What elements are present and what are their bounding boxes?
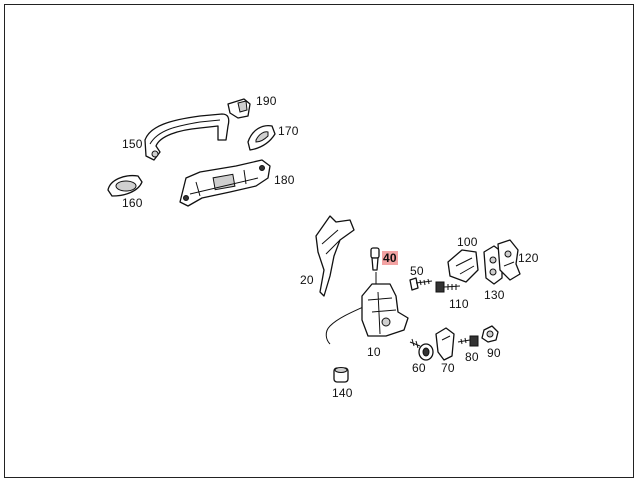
part-40-drawing[interactable] bbox=[370, 247, 380, 271]
label-140[interactable]: 140 bbox=[332, 386, 353, 400]
label-160[interactable]: 160 bbox=[122, 196, 143, 210]
label-150[interactable]: 150 bbox=[122, 137, 143, 151]
part-110-drawing[interactable] bbox=[435, 281, 461, 293]
part-60-drawing[interactable] bbox=[409, 338, 434, 361]
label-110[interactable]: 110 bbox=[449, 297, 469, 311]
label-10[interactable]: 10 bbox=[367, 345, 381, 359]
part-150-drawing[interactable] bbox=[144, 113, 230, 161]
label-60[interactable]: 60 bbox=[412, 361, 426, 375]
part-140-drawing[interactable] bbox=[333, 367, 349, 383]
label-90[interactable]: 90 bbox=[487, 346, 501, 360]
part-10-drawing[interactable] bbox=[325, 272, 409, 345]
label-130[interactable]: 130 bbox=[484, 288, 505, 302]
part-170-drawing[interactable] bbox=[247, 124, 276, 151]
part-50-drawing[interactable] bbox=[409, 277, 433, 291]
part-190-drawing[interactable] bbox=[227, 98, 251, 119]
label-50[interactable]: 50 bbox=[410, 264, 424, 278]
label-190[interactable]: 190 bbox=[256, 94, 277, 108]
label-80[interactable]: 80 bbox=[465, 350, 479, 364]
part-160-drawing[interactable] bbox=[107, 174, 143, 197]
part-180-drawing[interactable] bbox=[179, 159, 271, 207]
label-70[interactable]: 70 bbox=[441, 361, 455, 375]
label-170[interactable]: 170 bbox=[278, 124, 299, 138]
part-70-drawing[interactable] bbox=[435, 327, 455, 361]
part-80-drawing[interactable] bbox=[457, 335, 479, 347]
label-120[interactable]: 120 bbox=[518, 251, 539, 265]
part-90-drawing[interactable] bbox=[481, 325, 499, 343]
part-120-drawing[interactable] bbox=[497, 239, 521, 281]
label-40-highlighted[interactable]: 40 bbox=[382, 251, 398, 265]
label-100[interactable]: 100 bbox=[457, 235, 478, 249]
label-180[interactable]: 180 bbox=[274, 173, 295, 187]
part-100-drawing[interactable] bbox=[447, 249, 479, 283]
part-20-drawing[interactable] bbox=[315, 215, 355, 297]
part-130-drawing[interactable] bbox=[483, 245, 503, 285]
label-20[interactable]: 20 bbox=[300, 273, 314, 287]
